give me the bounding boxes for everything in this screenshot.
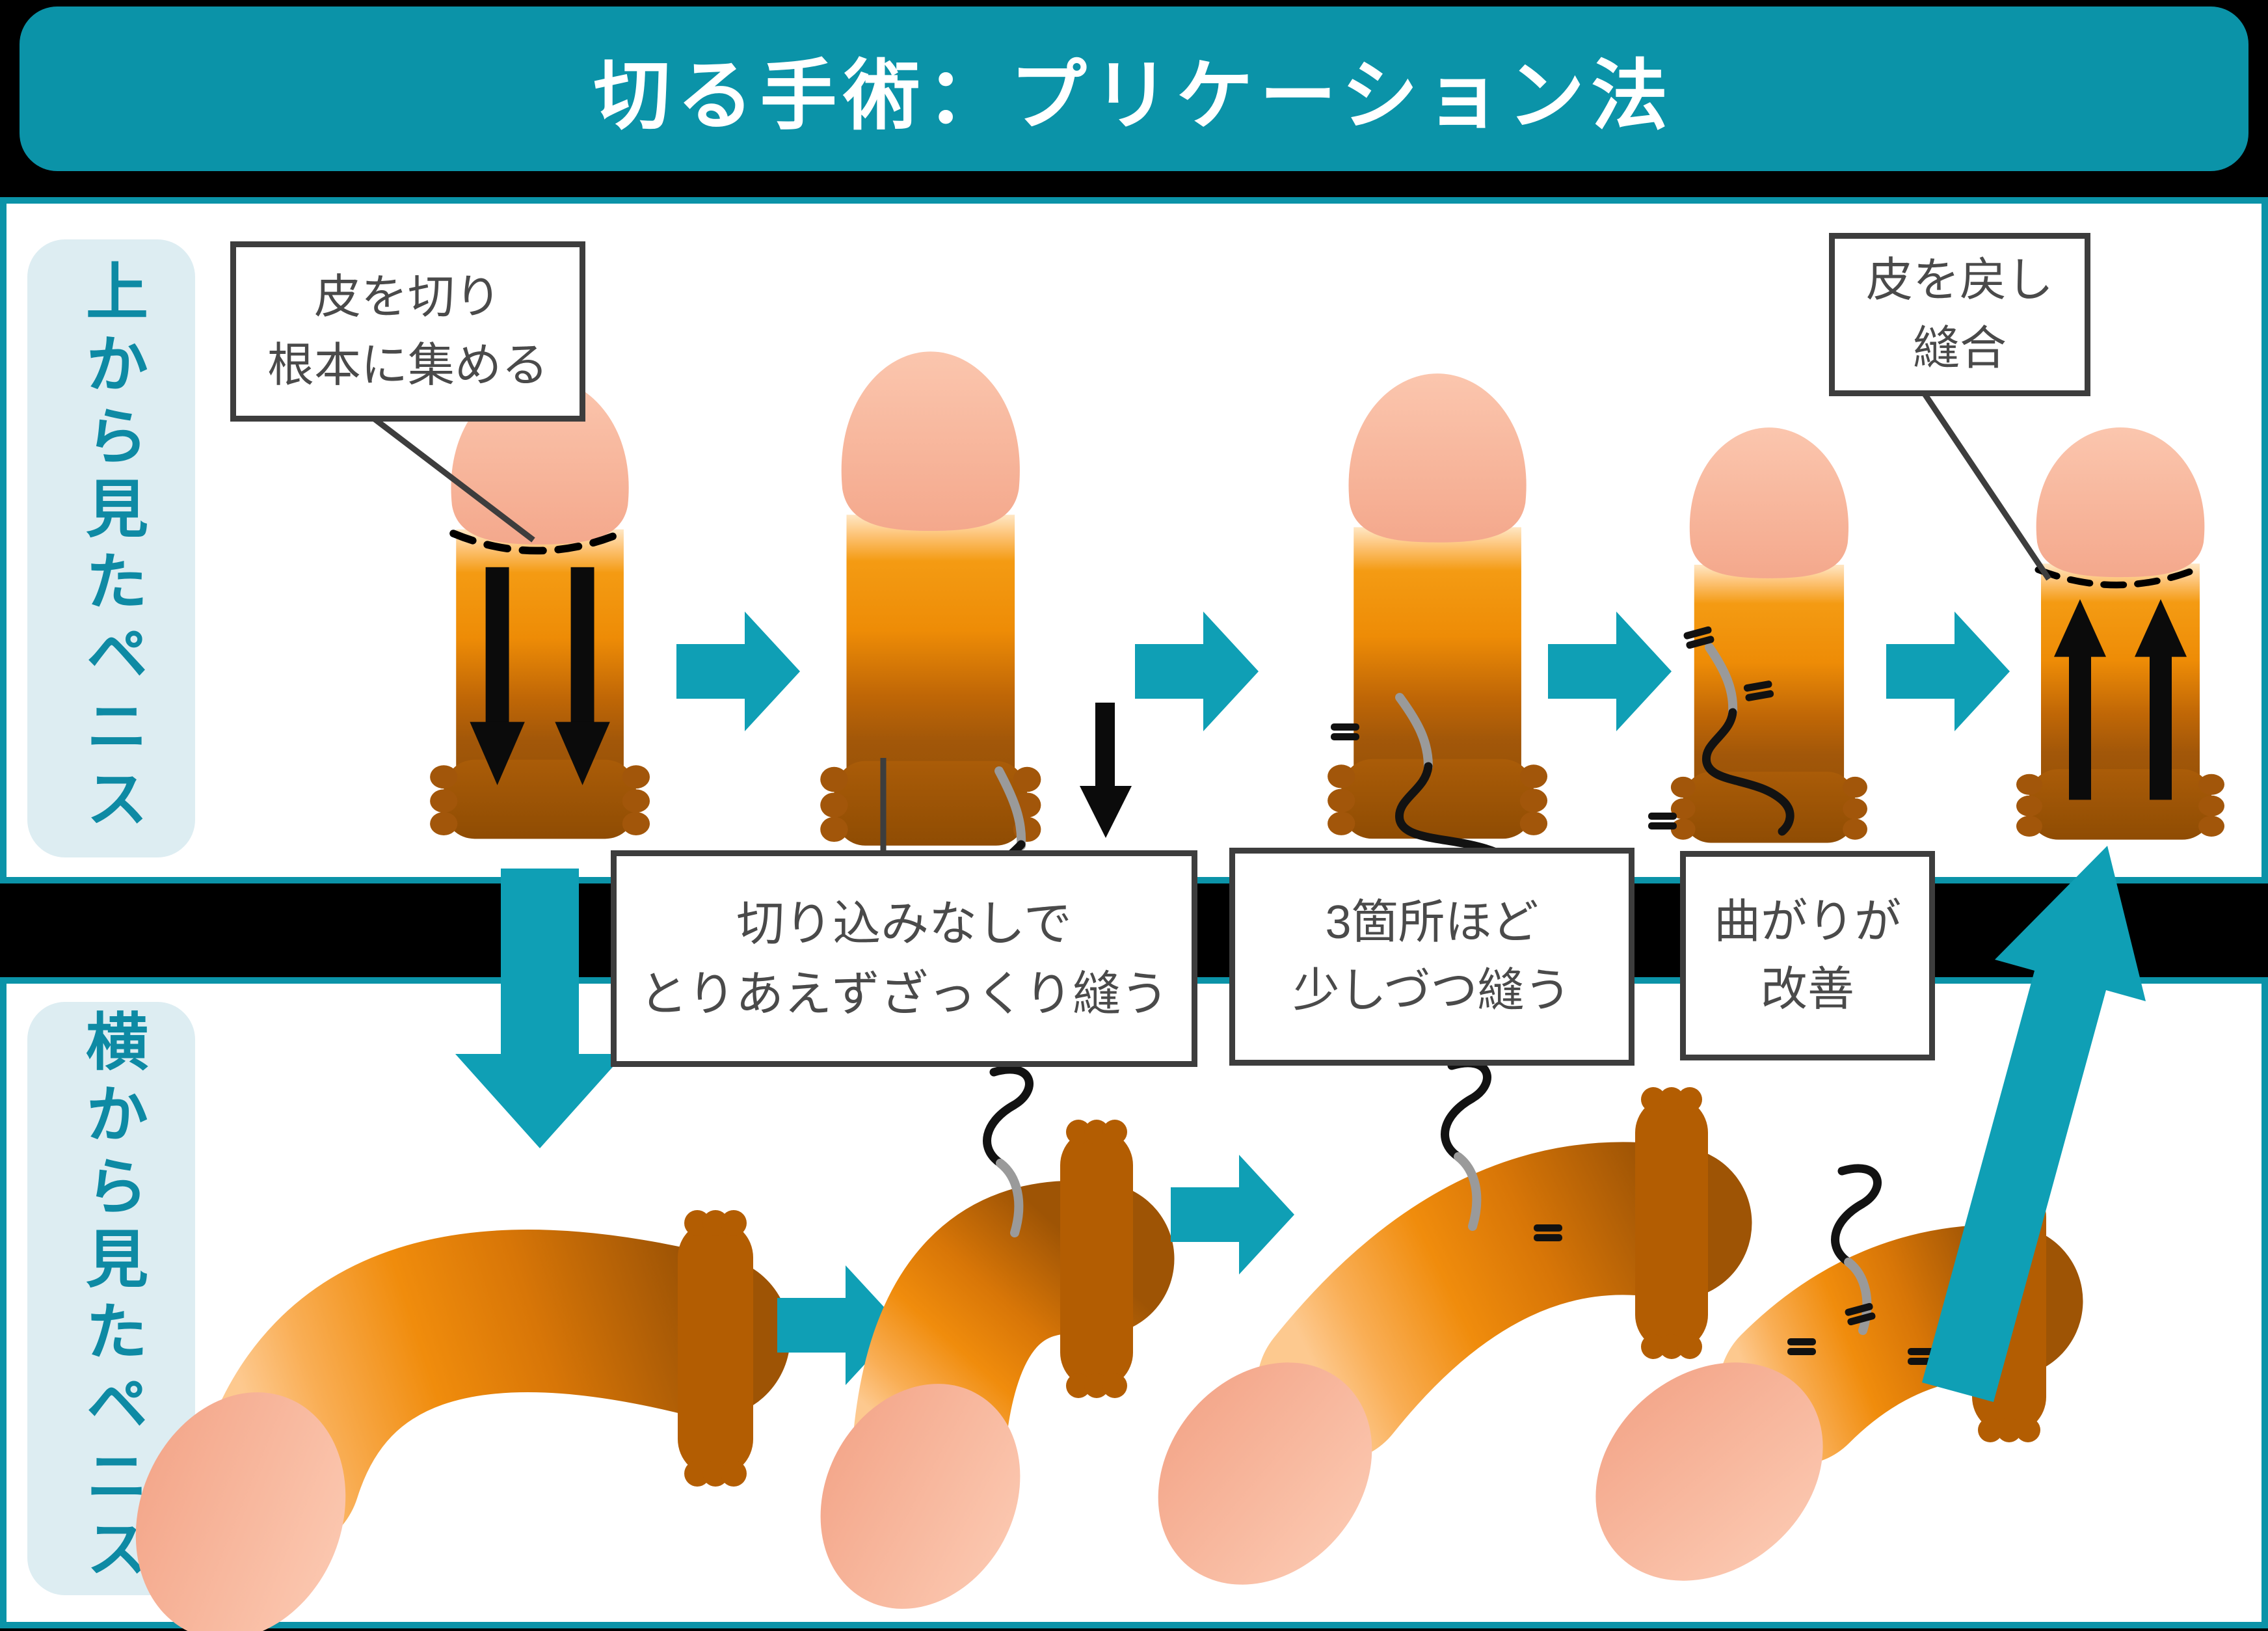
callout-return-skin: 皮を戻し 縫合	[1829, 233, 2090, 396]
callout-line: 改善	[1760, 964, 1854, 1016]
flow-arrow-right-icon	[1135, 612, 1259, 731]
callout-rough-suture: 切り込みなしで とりあえずざっくり縫う	[611, 850, 1197, 1067]
flow-arrow-diagonal-up-icon	[1922, 846, 2146, 1402]
callout-leader-line	[362, 409, 535, 543]
penis-top-view-step2	[820, 351, 1041, 846]
penis-side-view-step1	[135, 1210, 790, 1631]
flow-arrow-down-icon	[455, 869, 624, 1148]
title-bar: 切る手術：プリケーション法	[20, 7, 2248, 171]
page-title: 切る手術：プリケーション法	[593, 53, 1675, 139]
callout-line: 少しづつ縫う	[1292, 964, 1571, 1017]
callout-curvature-improved: 曲がりが 改善	[1680, 851, 1935, 1060]
skin-base-rim	[678, 1210, 753, 1487]
suture-stitch-marks-icon	[1331, 723, 1359, 740]
suture-line-dashed	[2035, 563, 2206, 589]
penis-side-view-step2	[820, 1120, 1175, 1609]
callout-line: 切り込みなしで	[736, 896, 1072, 951]
callout-leader-line	[1916, 383, 2051, 581]
callout-line: とりあえずざっくり縫う	[639, 966, 1169, 1021]
suture-stitch-marks-icon	[1534, 1224, 1562, 1241]
callout-three-spots: 3箇所ほど 少しづつ縫う	[1229, 848, 1634, 1066]
penis-top-view-step3	[1327, 373, 1548, 839]
callout-line: 曲がりが	[1713, 895, 1901, 948]
callout-line: 3箇所ほど	[1325, 896, 1539, 949]
suture-needle-thread-icon	[983, 1065, 1034, 1237]
flow-arrow-right-icon	[676, 612, 800, 731]
callout-line: 皮を戻し	[1865, 254, 2053, 307]
callout-line: 皮を切り	[314, 271, 501, 324]
skin-pull-down-arrows-icon	[470, 567, 610, 785]
callout-cut-skin: 皮を切り 根本に集める	[230, 241, 585, 422]
callout-line: 根本に集める	[267, 339, 548, 392]
label-side-view: 横から見たペニス	[27, 1002, 195, 1595]
skin-base-rim	[1635, 1087, 1708, 1359]
suture-needle-thread-icon	[1702, 643, 1794, 836]
incision-dashed-line	[449, 526, 630, 555]
flow-arrow-right-icon	[1886, 612, 2010, 731]
suture-stitch-marks-icon	[1648, 626, 1774, 829]
label-top-view: 上から見たペニス	[27, 239, 195, 857]
skin-base-rim	[1060, 1120, 1133, 1398]
penis-side-view-step3	[1158, 1087, 1752, 1585]
callout-line: 縫合	[1912, 322, 2007, 375]
skin-return-up-arrows-icon	[2054, 599, 2187, 800]
penis-top-view-step5	[2016, 427, 2224, 840]
flow-arrow-right-icon	[1171, 1155, 1294, 1274]
flow-arrow-right-icon	[1548, 612, 1672, 731]
penis-top-view-step1	[430, 377, 650, 839]
